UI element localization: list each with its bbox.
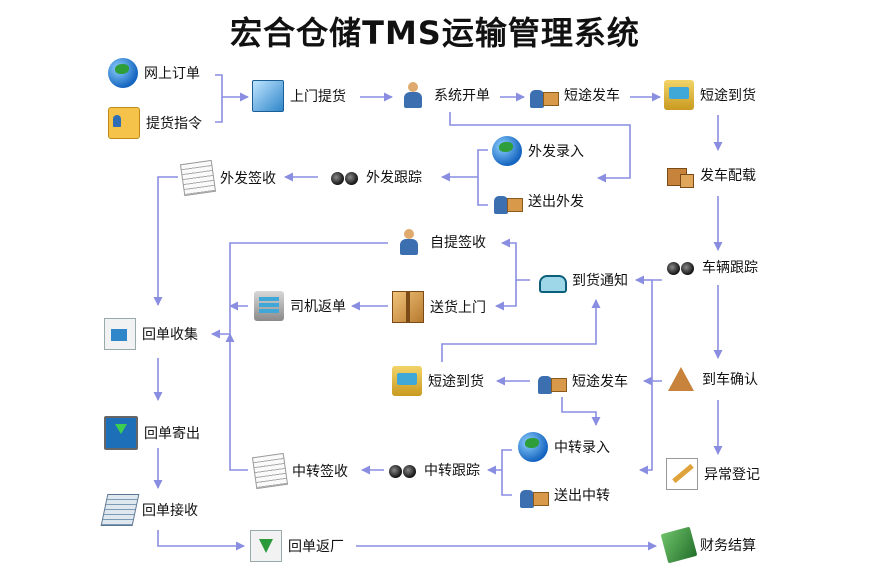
node-self-pickup-sign: 自提签收 bbox=[394, 227, 486, 257]
node-exception-register: 异常登记 bbox=[666, 458, 760, 490]
globe-icon bbox=[108, 58, 138, 88]
node-transfer-track: 中转跟踪 bbox=[388, 455, 480, 485]
node-outsource-track: 外发跟踪 bbox=[330, 162, 422, 192]
window-pen-icon bbox=[104, 318, 136, 350]
download-document-icon bbox=[250, 530, 282, 562]
paper-stack-icon bbox=[100, 494, 140, 526]
monitor-download-icon bbox=[104, 416, 138, 450]
node-send-transfer: 送出中转 bbox=[518, 480, 610, 510]
arrow-transfersign-to-collect bbox=[225, 333, 248, 471]
arrow-outsource-to-track bbox=[442, 149, 488, 206]
arrow-notice-to-selfpickup bbox=[501, 238, 530, 281]
porter-icon bbox=[536, 366, 567, 396]
node-dispatch-loading: 发车配载 bbox=[664, 160, 756, 190]
cash-machine-icon bbox=[392, 366, 422, 396]
pyramid-boxes-icon bbox=[666, 364, 696, 394]
arrow-command-to-pickup bbox=[215, 97, 223, 123]
node-arrival-notice: 到货通知 bbox=[536, 265, 628, 295]
porter-icon bbox=[528, 80, 559, 110]
node-transfer-sign: 中转签收 bbox=[251, 452, 348, 490]
node-receipt-return: 回单返厂 bbox=[250, 530, 344, 562]
node-short-arrive-top: 短途到货 bbox=[664, 80, 756, 110]
arrow-arrive-mid-to-notice bbox=[441, 299, 601, 362]
package-icon bbox=[392, 291, 424, 323]
page-title: 宏合仓储TMS运输管理系统 bbox=[230, 14, 640, 52]
globe-icon bbox=[492, 136, 522, 166]
arrow-order-to-pickup bbox=[215, 74, 249, 102]
node-door-delivery: 送货上门 bbox=[392, 291, 486, 323]
pencil-icon bbox=[666, 458, 698, 490]
operator-icon bbox=[398, 80, 428, 110]
node-outsource-entry: 外发录入 bbox=[492, 136, 584, 166]
node-short-dispatch-top: 短途发车 bbox=[528, 80, 620, 110]
money-icon bbox=[660, 526, 698, 564]
node-driver-return: 司机返单 bbox=[254, 291, 346, 321]
node-outsource-sign: 外发签收 bbox=[179, 159, 276, 197]
arrow-confirm-to-notice bbox=[639, 279, 662, 475]
node-receipt-send: 回单寄出 bbox=[104, 416, 200, 450]
node-vehicle-track: 车辆跟踪 bbox=[666, 252, 758, 282]
hand-truck-icon bbox=[492, 186, 523, 216]
arrow-transfer-to-track bbox=[488, 449, 512, 496]
node-short-dispatch-mid: 短途发车 bbox=[536, 366, 628, 396]
notepad-icon bbox=[179, 159, 217, 197]
id-card-icon bbox=[108, 107, 140, 139]
boxes-icon bbox=[664, 160, 694, 190]
arrow-receive-to-return bbox=[157, 530, 245, 551]
globe-icon bbox=[518, 432, 548, 462]
arrow-sign-to-collect bbox=[153, 176, 178, 306]
notepad-icon bbox=[251, 452, 289, 490]
node-door-pickup: 上门提货 bbox=[252, 80, 346, 112]
box-icon bbox=[252, 80, 284, 112]
hand-truck-icon bbox=[518, 480, 549, 510]
cash-machine-icon bbox=[664, 80, 694, 110]
node-receipt-collect: 回单收集 bbox=[104, 318, 198, 350]
node-send-outsource: 送出外发 bbox=[492, 186, 584, 216]
arrow-shortdispatch-to-transfer bbox=[561, 397, 601, 426]
node-pickup-command: 提货指令 bbox=[108, 107, 202, 139]
document-icon bbox=[254, 291, 284, 321]
node-transfer-entry: 中转录入 bbox=[518, 432, 610, 462]
operator-icon bbox=[394, 227, 424, 257]
binoculars-icon bbox=[666, 252, 696, 282]
node-short-arrive-mid: 短途到货 bbox=[392, 366, 484, 396]
node-receipt-receive: 回单接收 bbox=[100, 494, 198, 526]
arrow-order-to-outsource bbox=[449, 112, 631, 183]
binoculars-icon bbox=[388, 455, 418, 485]
arrow-notice-to-delivery bbox=[495, 280, 517, 311]
node-online-order: 网上订单 bbox=[108, 58, 200, 88]
node-system-order: 系统开单 bbox=[398, 80, 490, 110]
node-arrival-confirm: 到车确认 bbox=[666, 364, 758, 394]
binoculars-icon bbox=[330, 162, 360, 192]
phone-icon bbox=[536, 265, 567, 295]
node-finance-settle: 财务结算 bbox=[660, 526, 756, 564]
arrow-selfpickup-to-collect bbox=[211, 242, 388, 339]
